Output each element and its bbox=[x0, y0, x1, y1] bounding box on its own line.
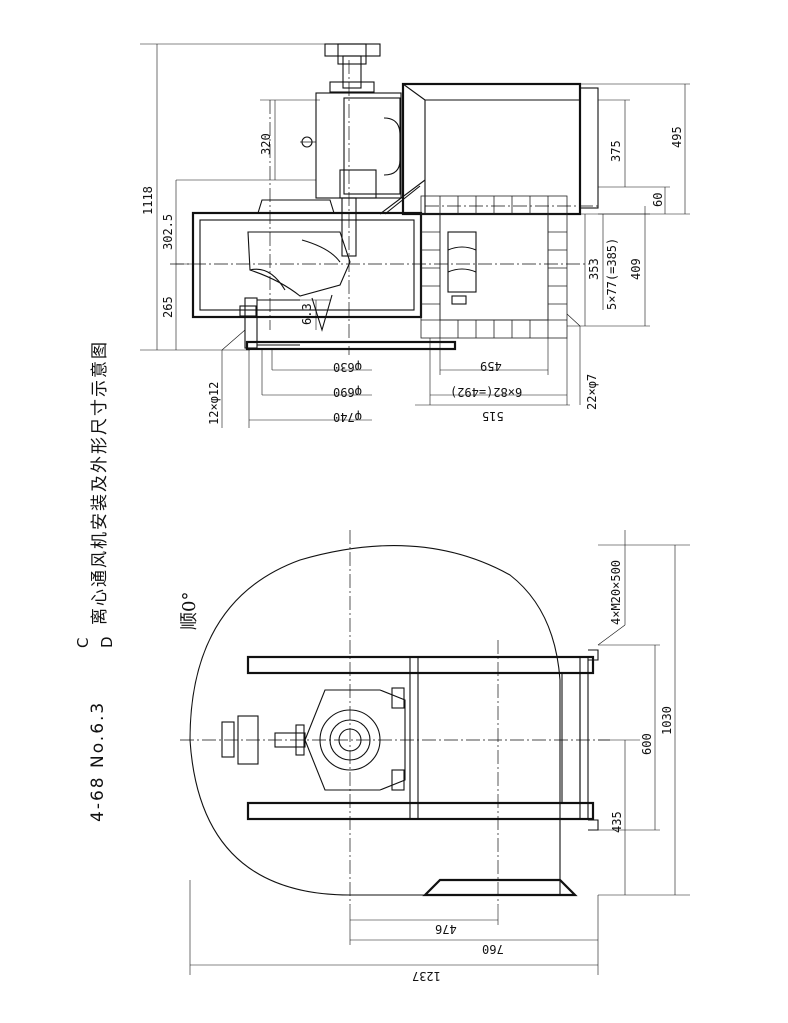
dim-phi740: φ740 bbox=[333, 410, 362, 424]
rotation-label: 顺0° bbox=[179, 592, 200, 630]
title-model: 4-68 No.6.3 bbox=[88, 701, 108, 822]
title-block: 4-68 No.6.3 C D 离心通风机安装及外形尺寸示意图 bbox=[74, 340, 116, 822]
dim-1237: 1237 bbox=[412, 969, 441, 983]
dim-515: 515 bbox=[482, 409, 504, 423]
dim-375: 375 bbox=[609, 140, 623, 162]
dim-760: 760 bbox=[482, 942, 504, 956]
dim-phi690: φ690 bbox=[333, 385, 362, 399]
dim-495: 495 bbox=[670, 126, 684, 148]
dim-60: 60 bbox=[651, 193, 665, 207]
dim-1030: 1030 bbox=[660, 706, 674, 735]
dim-6x82: 6×82(=492) bbox=[450, 385, 522, 399]
title-superscript: C bbox=[74, 638, 92, 648]
brick-wall bbox=[420, 195, 568, 339]
dim-409: 409 bbox=[629, 258, 643, 280]
dim-12phi12: 12×φ12 bbox=[207, 382, 221, 425]
dim-353: 353 bbox=[587, 258, 601, 280]
title-subscript: D bbox=[98, 636, 116, 648]
title-text: 离心通风机安装及外形尺寸示意图 bbox=[90, 340, 110, 625]
dim-5x77: 5×77(=385) bbox=[605, 238, 619, 310]
dim-459: 459 bbox=[480, 359, 502, 373]
side-view: 1118 320 302.5 265 6.3 495 375 60 5×77(=… bbox=[140, 43, 690, 428]
dim-4xM20: 4×M20×500 bbox=[609, 560, 623, 625]
dim-476: 476 bbox=[435, 922, 457, 936]
dim-435: 435 bbox=[610, 811, 624, 833]
dim-600: 600 bbox=[640, 733, 654, 755]
plan-view: 4×M20×500 1030 600 435 476 760 1237 bbox=[180, 530, 690, 983]
dim-265: 265 bbox=[161, 296, 175, 318]
dim-1118: 1118 bbox=[141, 186, 155, 215]
dim-6-3: 6.3 bbox=[300, 303, 314, 325]
dim-302-5: 302.5 bbox=[161, 214, 175, 250]
dim-phi630: φ630 bbox=[333, 360, 362, 374]
dim-320: 320 bbox=[259, 133, 273, 155]
dim-22phi7: 22×φ7 bbox=[585, 374, 599, 410]
